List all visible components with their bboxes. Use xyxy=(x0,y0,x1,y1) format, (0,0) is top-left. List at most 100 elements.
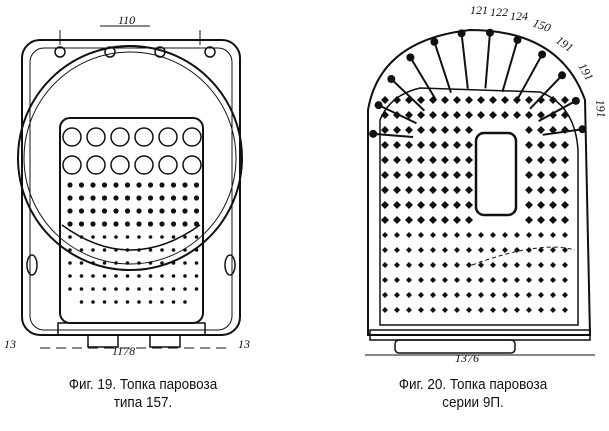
staybolt xyxy=(405,96,413,104)
crown-stay xyxy=(409,56,437,101)
staybolt xyxy=(430,37,439,46)
staybolt xyxy=(381,171,389,179)
staybolt xyxy=(429,111,437,119)
staybolt xyxy=(417,186,425,194)
staybolt xyxy=(441,96,449,104)
staybolt xyxy=(405,216,413,224)
staybolt xyxy=(113,221,119,227)
staybolt xyxy=(171,248,176,252)
staybolt xyxy=(429,96,437,104)
staybolt xyxy=(549,216,557,224)
staybolt xyxy=(393,141,401,149)
staybolt xyxy=(549,126,557,134)
dim-191-a: 191 xyxy=(553,33,576,55)
staybolt xyxy=(182,195,188,201)
staybolt xyxy=(538,50,547,59)
dim-150: 150 xyxy=(531,16,553,35)
staybolt xyxy=(393,126,401,134)
staybolt xyxy=(405,141,413,149)
staybolt xyxy=(537,201,545,209)
staybolt xyxy=(550,232,556,238)
staybolt xyxy=(68,235,72,239)
flue-tube xyxy=(182,155,202,175)
dim-121: 121 xyxy=(470,3,488,17)
staybolt xyxy=(102,274,107,278)
staybolt xyxy=(429,171,437,179)
staybolt xyxy=(550,247,556,253)
staybolt xyxy=(442,307,448,313)
staybolt xyxy=(561,171,569,179)
staybolt xyxy=(394,307,400,313)
staybolt xyxy=(101,195,108,201)
staybolt xyxy=(114,287,118,291)
staybolt xyxy=(466,292,472,298)
staybolt xyxy=(406,53,415,62)
caption-line: типа 157. xyxy=(113,394,173,411)
staybolt xyxy=(381,201,389,209)
staybolt xyxy=(148,300,153,304)
staybolt xyxy=(125,235,130,239)
staybolt xyxy=(457,29,466,38)
staybolt xyxy=(502,277,508,283)
staybolt xyxy=(124,182,131,188)
crown-stay xyxy=(538,99,577,123)
staybolt xyxy=(442,247,448,253)
outer-shell xyxy=(367,28,592,336)
staybolt xyxy=(442,262,448,268)
staybolt xyxy=(114,235,118,239)
staybolt xyxy=(113,195,119,201)
staybolt xyxy=(417,156,425,164)
dim-13-left: 13 xyxy=(4,337,16,351)
staybolt xyxy=(406,277,412,283)
staybolt xyxy=(394,277,400,283)
staybolt xyxy=(183,248,187,252)
staybolt xyxy=(429,201,437,209)
dim-13-right: 13 xyxy=(238,337,250,351)
staybolt xyxy=(90,221,96,227)
staybolt xyxy=(526,292,532,298)
crown-stay xyxy=(501,39,519,93)
staybolt xyxy=(429,156,437,164)
staybolt xyxy=(465,201,473,209)
flue-tube xyxy=(158,127,178,147)
washout-plug xyxy=(104,46,116,58)
staybolt xyxy=(562,232,568,238)
staybolt xyxy=(113,182,119,188)
staybolt xyxy=(490,247,496,253)
staybolt xyxy=(394,262,400,268)
staybolt xyxy=(136,195,142,201)
staybolt xyxy=(525,96,533,104)
staybolt xyxy=(90,195,96,201)
staybolt xyxy=(405,111,413,119)
staybolt xyxy=(182,208,188,214)
staybolt xyxy=(171,300,176,304)
staybolt xyxy=(441,126,449,134)
dim-122: 122 xyxy=(490,5,508,19)
staybolt xyxy=(160,261,164,265)
staybolt xyxy=(148,287,153,291)
staybolt xyxy=(418,277,424,283)
staybolt xyxy=(170,221,177,227)
staybolt xyxy=(429,141,437,149)
staybolt xyxy=(429,216,437,224)
staybolt xyxy=(136,182,142,188)
staybolt-pattern xyxy=(67,28,587,313)
staybolt xyxy=(454,292,460,298)
staybolt xyxy=(538,307,544,313)
staybolt xyxy=(525,171,533,179)
staybolt xyxy=(561,186,569,194)
staybolt xyxy=(381,141,389,149)
staybolt xyxy=(381,186,389,194)
staybolt xyxy=(502,232,508,238)
staybolt xyxy=(430,232,436,238)
dim-1178: 1178 xyxy=(112,344,135,358)
staybolt xyxy=(406,292,412,298)
staybolt xyxy=(485,28,494,37)
staybolt xyxy=(526,232,532,238)
flue-tube xyxy=(134,155,154,175)
staybolt xyxy=(159,221,165,227)
flue-tube xyxy=(158,155,178,175)
staybolt xyxy=(381,111,389,119)
staybolt xyxy=(537,141,545,149)
staybolt xyxy=(550,262,556,268)
